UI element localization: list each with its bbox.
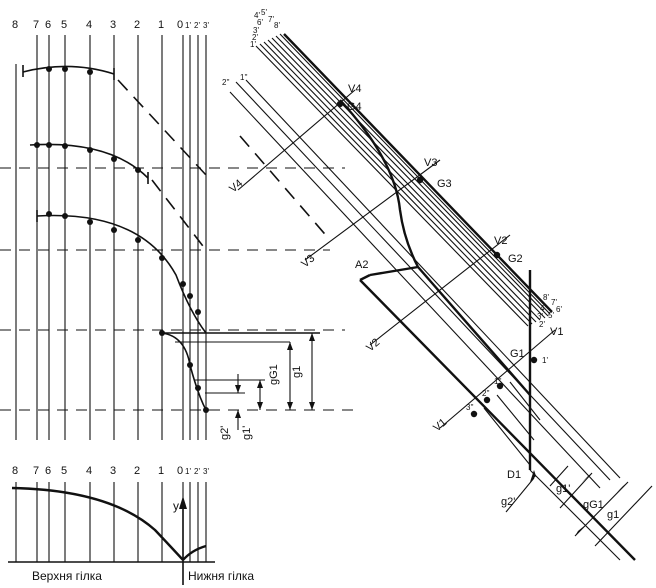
col-num: 3 xyxy=(110,465,116,477)
col-num: 0 xyxy=(177,465,183,477)
svg-text:2'': 2'' xyxy=(482,389,490,398)
col-num: 4 xyxy=(86,465,92,477)
v-cross-lines xyxy=(237,89,556,429)
svg-text:6': 6' xyxy=(257,18,263,27)
col-num: 7 xyxy=(33,19,39,31)
col-num: 4 xyxy=(86,19,92,31)
label-V3b: V3 xyxy=(299,252,317,270)
col-num: 2' xyxy=(194,467,200,476)
dim-g1-left: g1 xyxy=(291,366,303,378)
small-labels: 4' 5' 6' 7' 8' 3' 2' 1' 2'' 1'' 8' 7' 6'… xyxy=(222,8,562,412)
svg-text:5': 5' xyxy=(548,311,554,320)
col-num: 1 xyxy=(158,19,164,31)
svg-text:4': 4' xyxy=(254,11,260,20)
label-D1: D1 xyxy=(507,469,521,481)
dim-gG1-left: gG1 xyxy=(268,364,280,385)
top-column-numbers: 8 7 6 5 4 3 2 1 0 1' 2' 3' xyxy=(12,19,209,31)
label-A2: A2 xyxy=(355,259,368,271)
label-G1: G1 xyxy=(510,348,525,360)
svg-text:2': 2' xyxy=(539,320,545,329)
label-V1b: V1 xyxy=(431,416,449,434)
col-num: 8 xyxy=(12,19,18,31)
col-num: 3' xyxy=(203,21,209,30)
label-V4b: V4 xyxy=(227,177,245,195)
col-num: 6 xyxy=(45,19,51,31)
svg-text:8': 8' xyxy=(274,21,280,30)
dim-g1p-left: g1' xyxy=(241,426,253,440)
label-G4: G4 xyxy=(347,101,362,113)
svg-text:2': 2' xyxy=(252,33,258,42)
svg-text:1'': 1'' xyxy=(240,73,248,82)
label-V2b: V2 xyxy=(364,336,382,354)
col-num: 0 xyxy=(177,19,183,31)
dim-g1-right: g1 xyxy=(607,509,619,521)
label-V3a: V3 xyxy=(424,157,437,169)
col-num: 1' xyxy=(185,467,191,476)
curve-points xyxy=(34,66,209,413)
svg-text:3'': 3'' xyxy=(466,403,474,412)
col-num: 2 xyxy=(134,19,140,31)
col-num: 5 xyxy=(61,465,67,477)
svg-text:8': 8' xyxy=(543,293,549,302)
svg-text:1'': 1'' xyxy=(494,377,502,386)
lower-branch-label: Нижня гілка xyxy=(188,569,254,583)
dim-g2p-left: g2' xyxy=(219,426,231,440)
label-G3: G3 xyxy=(437,178,452,190)
col-num: 7 xyxy=(33,465,39,477)
svg-text:5': 5' xyxy=(261,8,267,17)
svg-text:4': 4' xyxy=(540,304,546,313)
col-num: 1 xyxy=(158,465,164,477)
dim-g1p-right: g1' xyxy=(556,483,570,495)
bottom-column-numbers: 8 7 6 5 4 3 2 1 0 1' 2' 3' xyxy=(12,465,209,477)
lower-panel: y Верхня гілка Нижня гілка xyxy=(8,482,254,585)
horizontal-dashes xyxy=(0,167,360,411)
label-V4a: V4 xyxy=(348,83,361,95)
label-V1a: V1 xyxy=(550,326,563,338)
y-axis-label: y xyxy=(173,499,179,513)
col-num: 2 xyxy=(134,465,140,477)
svg-text:6': 6' xyxy=(556,305,562,314)
right-dimensions: g2' g1' gG1 g1 xyxy=(501,465,653,561)
col-num: 6 xyxy=(45,465,51,477)
col-num: 3' xyxy=(203,467,209,476)
svg-text:2'': 2'' xyxy=(222,78,230,87)
svg-text:7': 7' xyxy=(268,15,274,24)
col-num: 2' xyxy=(194,21,200,30)
left-vertical-grid xyxy=(15,35,207,440)
svg-text:7': 7' xyxy=(551,298,557,307)
col-num: 8 xyxy=(12,465,18,477)
col-num: 3 xyxy=(110,19,116,31)
svg-text:3': 3' xyxy=(537,312,543,321)
right-points xyxy=(336,100,538,418)
diagonal-lines xyxy=(229,33,636,561)
dim-g2p-right: g2' xyxy=(501,496,515,508)
left-dashed-diagonals xyxy=(117,79,207,251)
label-V2a: V2 xyxy=(494,235,507,247)
col-num: 1' xyxy=(185,21,191,30)
left-dimensions: g1 gG1 g1' g2' xyxy=(160,332,320,440)
upper-branch-label: Верхня гілка xyxy=(32,569,102,583)
svg-text:1': 1' xyxy=(250,40,256,49)
dim-gG1-right: gG1 xyxy=(583,499,604,511)
col-num: 5 xyxy=(61,19,67,31)
svg-text:1': 1' xyxy=(542,356,548,365)
svg-text:3': 3' xyxy=(253,26,259,35)
label-G2: G2 xyxy=(508,253,523,265)
